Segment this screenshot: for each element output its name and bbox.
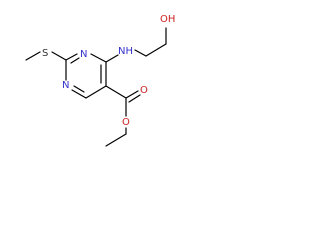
bond-c5-ccarbonyl	[105, 85, 127, 99]
atom-nh: NH	[118, 46, 133, 57]
bond-nh-ch2	[134, 49, 147, 57]
bond-c2-n3-inner	[70, 57, 80, 64]
bond-n3-c4	[90, 53, 107, 63]
bond-c5-c6	[85, 85, 107, 99]
bonds	[25, 27, 167, 147]
bond-ch2-ch2	[145, 43, 167, 57]
bond-c2-s	[51, 51, 67, 61]
atom-oh: OH	[160, 14, 175, 25]
bond-c-o-double-a	[125, 90, 139, 99]
bond-ch2-ch3	[105, 133, 127, 147]
bond-c4-nh	[105, 54, 119, 63]
bond-c6-n1-inner	[73, 85, 85, 93]
atom-n-ring-top: N	[80, 49, 87, 60]
atom-s: S	[42, 48, 48, 59]
molecule-diagram: N N NH OH S O O	[25, 14, 175, 147]
atom-o-carbonyl: O	[140, 85, 148, 96]
bond-c6-n1	[71, 89, 87, 99]
bond-c-o-double-b	[128, 94, 141, 103]
atom-labels: N N NH OH S O O	[42, 14, 175, 128]
atom-o-ester: O	[122, 117, 130, 128]
bond-c2-n3	[65, 53, 78, 61]
atom-n-ring-left: N	[62, 80, 69, 91]
bond-s-ch3	[25, 51, 41, 61]
